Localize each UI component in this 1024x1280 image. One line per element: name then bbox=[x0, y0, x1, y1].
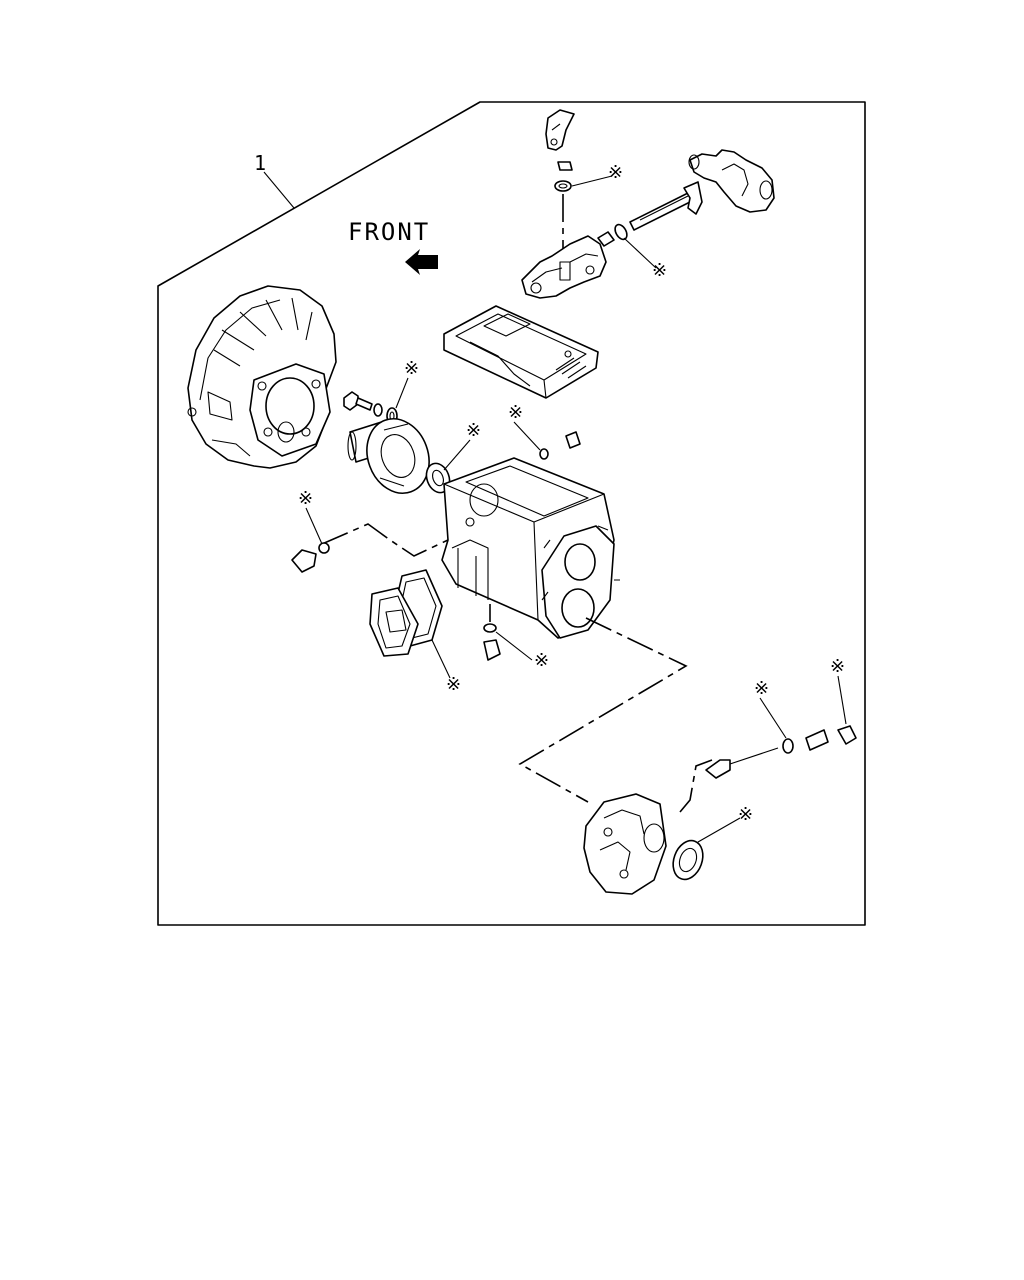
bushing bbox=[597, 231, 615, 247]
transmission-case bbox=[441, 457, 620, 639]
washer-upper bbox=[557, 161, 573, 171]
marker-oil-seal: ※ bbox=[466, 420, 481, 441]
plug-top bbox=[565, 431, 581, 449]
marker-layer: ※ ※ ※ ※ ※ ※ ※ ※ ※ ※ ※ bbox=[298, 162, 847, 843]
front-arrow-icon bbox=[405, 249, 438, 275]
washer-bolt bbox=[373, 403, 383, 417]
speedo-plug bbox=[837, 725, 857, 745]
callout-leader bbox=[263, 171, 295, 209]
o-ring-drain-left bbox=[318, 542, 330, 554]
shift-bracket bbox=[545, 109, 575, 151]
assembly-line bbox=[518, 617, 688, 803]
marker-o-ring-bolt: ※ bbox=[404, 358, 419, 379]
drain-plug-left bbox=[291, 549, 317, 573]
bearing-retainer bbox=[347, 418, 430, 494]
marker-speedo-plug: ※ bbox=[830, 656, 845, 677]
o-ring-plug bbox=[539, 448, 549, 460]
front-label: FRONT bbox=[348, 218, 430, 246]
extension-housing bbox=[583, 793, 667, 895]
clutch-housing bbox=[187, 285, 337, 469]
marker-drain-bottom: ※ bbox=[534, 650, 549, 671]
drain-plug-bottom bbox=[483, 639, 501, 661]
shift-lever bbox=[688, 149, 775, 213]
assembly-line bbox=[679, 759, 713, 813]
o-ring-drain-bottom bbox=[483, 623, 497, 633]
shift-shaft bbox=[629, 181, 703, 231]
marker-gasket: ※ bbox=[446, 674, 461, 695]
o-ring-shaft bbox=[614, 223, 628, 241]
side-cover-plate bbox=[369, 587, 419, 657]
extension-seal bbox=[672, 839, 704, 881]
o-ring-speedo bbox=[782, 738, 794, 754]
assembly-line bbox=[321, 523, 449, 557]
top-cover bbox=[443, 305, 599, 399]
shift-housing bbox=[521, 235, 607, 299]
speedometer-shaft bbox=[705, 747, 779, 779]
marker-washer: ※ bbox=[608, 162, 623, 183]
marker-extension-seal: ※ bbox=[738, 804, 753, 825]
diagram-frame bbox=[157, 101, 866, 926]
marker-drain-left: ※ bbox=[298, 488, 313, 509]
bolt bbox=[343, 391, 373, 411]
marker-o-ring-shaft: ※ bbox=[652, 260, 667, 281]
marker-plug-top: ※ bbox=[508, 402, 523, 423]
callout-number: 1 bbox=[254, 151, 266, 175]
marker-o-ring-speedo: ※ bbox=[754, 678, 769, 699]
o-ring-upper bbox=[554, 180, 572, 192]
speedo-sleeve bbox=[805, 729, 829, 751]
